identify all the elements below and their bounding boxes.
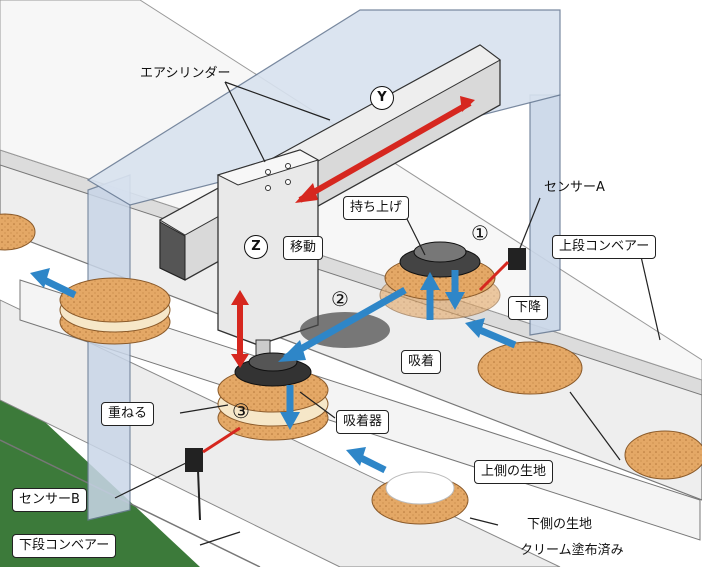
label-suction: 吸着 — [401, 350, 442, 374]
label-move: 移動 — [283, 236, 324, 260]
label-air-cylinder: エアシリンダー — [140, 66, 231, 81]
label-stack: 重ねる — [101, 402, 155, 426]
sensor-a-body — [508, 248, 526, 270]
leader-lines — [114, 81, 661, 546]
label-z-axis: Z — [244, 235, 268, 259]
step-3-marker: ③ — [232, 399, 250, 423]
sensor-b-body — [185, 448, 203, 472]
step-2-marker: ② — [331, 287, 349, 311]
step-1-marker: ① — [471, 221, 489, 245]
label-cream-applied: クリーム塗布済み — [520, 543, 624, 558]
label-y-axis: Y — [370, 86, 394, 110]
label-lift: 持ち上げ — [343, 196, 410, 220]
label-lower-move: 下降 — [508, 296, 549, 320]
frame-top-beam — [86, 9, 561, 206]
label-lower-dough: 下側の生地 — [527, 517, 593, 532]
label-sensor-a: センサーA — [544, 180, 605, 195]
frame-post-left — [87, 174, 131, 521]
label-upper-dough: 上側の生地 — [474, 460, 554, 484]
blue-motion-arrows — [30, 268, 517, 474]
upper-dough-cookie — [477, 341, 583, 395]
label-upper-conveyor: 上段コンベアー — [552, 235, 657, 259]
label-lower-conveyor: 下段コンベアー — [12, 534, 117, 558]
label-suction-cup: 吸着器 — [336, 410, 390, 434]
y-arrow — [298, 100, 472, 203]
label-sensor-b: センサーB — [12, 488, 87, 512]
